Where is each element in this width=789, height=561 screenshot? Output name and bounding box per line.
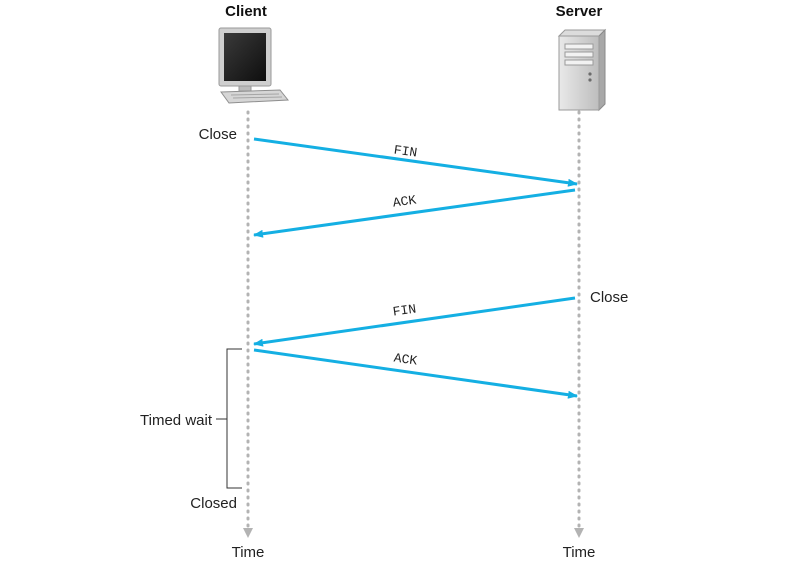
client-closed-label: Closed <box>190 495 237 512</box>
server-close-label: Close <box>590 289 628 306</box>
server-time-arrowhead <box>574 528 584 538</box>
client-close-label: Close <box>199 126 237 143</box>
client-time-label: Time <box>232 544 265 561</box>
timed-wait-bracket <box>216 348 242 489</box>
ack-client-to-server-arrow <box>253 348 578 399</box>
fin-server-to-client-arrow <box>253 296 576 347</box>
server-time-label: Time <box>563 544 596 561</box>
ack-server-to-client-arrow <box>253 188 576 238</box>
server-tower-icon <box>557 28 607 112</box>
ack-server-to-client-label: ACK <box>392 192 417 210</box>
timed-wait-label: Timed wait <box>140 412 213 429</box>
desktop-computer-icon <box>218 27 290 104</box>
client-time-arrowhead <box>243 528 253 538</box>
fin-server-to-client-label: FIN <box>392 301 417 319</box>
fin-client-to-server-arrow <box>253 137 578 187</box>
server-header: Server <box>556 3 603 20</box>
fin-client-to-server-label: FIN <box>393 142 418 160</box>
client-header: Client <box>225 3 267 20</box>
ack-client-to-server-label: ACK <box>393 350 418 368</box>
